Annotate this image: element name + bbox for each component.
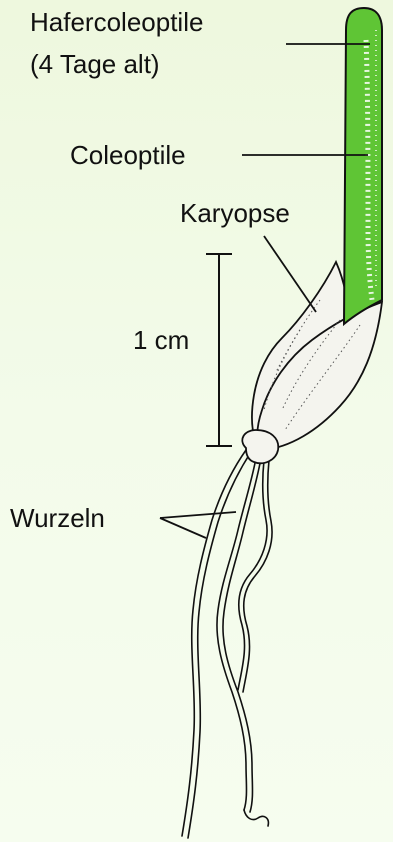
root-tip bbox=[244, 810, 268, 826]
root-middle-inner bbox=[223, 458, 261, 812]
root-left-inner bbox=[188, 452, 251, 838]
grain-base bbox=[242, 430, 278, 463]
leader-wurzeln-2 bbox=[160, 512, 236, 518]
label-scale: 1 cm bbox=[133, 325, 189, 355]
coleoptile bbox=[344, 8, 382, 324]
label-karyopse: Karyopse bbox=[180, 198, 290, 228]
root-left-outer bbox=[182, 450, 246, 836]
label-hafercoleoptile-age: (4 Tage alt) bbox=[30, 49, 160, 79]
leader-wurzeln-1 bbox=[160, 518, 206, 538]
leader-karyopse bbox=[264, 236, 316, 312]
roots bbox=[182, 450, 272, 838]
label-hafercoleoptile: Hafercoleoptile bbox=[30, 7, 203, 37]
scale-bar bbox=[206, 254, 232, 446]
label-wurzeln: Wurzeln bbox=[10, 503, 105, 533]
label-coleoptile: Coleoptile bbox=[70, 140, 186, 170]
